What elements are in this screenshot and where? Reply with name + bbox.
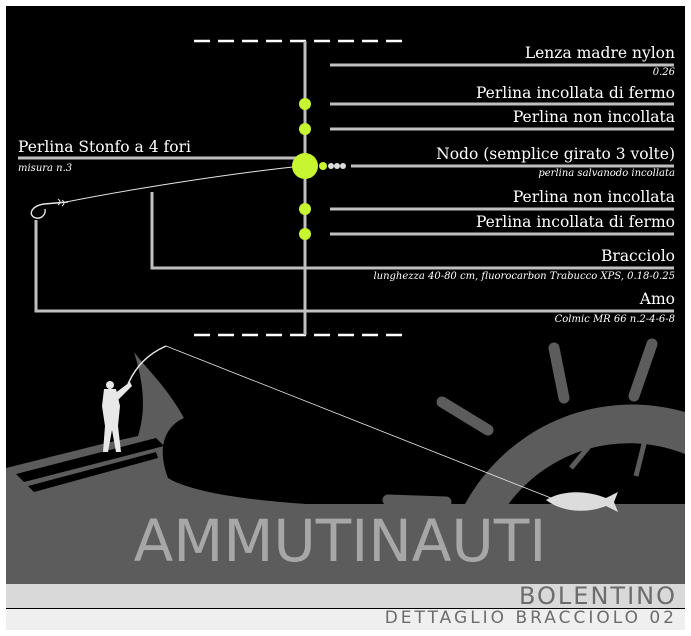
bracciolo-bracket [150,192,674,270]
brand-banner [6,512,685,584]
boat-silhouette [6,352,685,512]
label-leader-spec: lunghezza 40-80 cm, fluorocarbon Trabucc… [373,271,675,282]
diagram-subtitle: DETTAGLIO BRACCIOLO 02 [384,608,677,628]
label-leaders [18,63,674,236]
bead-glued-bottom [299,228,311,240]
fish-silhouette [546,492,618,512]
label-knot: Nodo (semplice girato 3 volte) [436,145,675,163]
ship-wheel [382,338,685,512]
label-hook-spec: Colmic MR 66 n.2-4-6-8 [554,314,675,325]
brand-title: AMMUTINAUTI [133,507,547,575]
label-bead-free-top: Perlina non incollata [512,108,675,126]
label-bead-glued-top: Perlina incollata di fermo [475,84,675,102]
label-leader: Bracciolo [601,247,675,265]
section-banner [6,584,685,608]
fisherman-silhouette [102,381,132,452]
hook-shape [30,201,69,219]
hook-bracket [34,220,674,313]
bead-glued-top [299,98,311,110]
rig-drawing [6,39,685,630]
leader-thin-line [65,165,303,203]
label-bead-free-bottom: Perlina non incollata [512,188,675,206]
section-title: BOLENTINO [518,582,677,610]
label-float-bead-size: misura n.3 [18,163,73,174]
label-main-line: Lenza madre nylon [524,44,675,62]
diagram-panel: Lenza madre nylon 0.26 Perlina incollata… [6,6,685,630]
label-hook: Amo [639,290,675,308]
float-bead [292,153,318,179]
knot-beads [319,162,346,170]
label-knot-note: perlina salvanodo incollata [538,168,675,179]
bead-free-top [299,123,311,135]
label-float-bead: Perlina Stonfo a 4 fori [18,138,191,156]
hook-eye [57,198,65,207]
bead-free-bottom [299,203,311,215]
fishing-rod [127,345,167,385]
subtitle-banner [6,609,685,630]
fishing-line [165,345,552,499]
label-main-line-size: 0.26 [652,67,675,78]
label-bead-glued-bottom: Perlina incollata di fermo [475,213,675,231]
